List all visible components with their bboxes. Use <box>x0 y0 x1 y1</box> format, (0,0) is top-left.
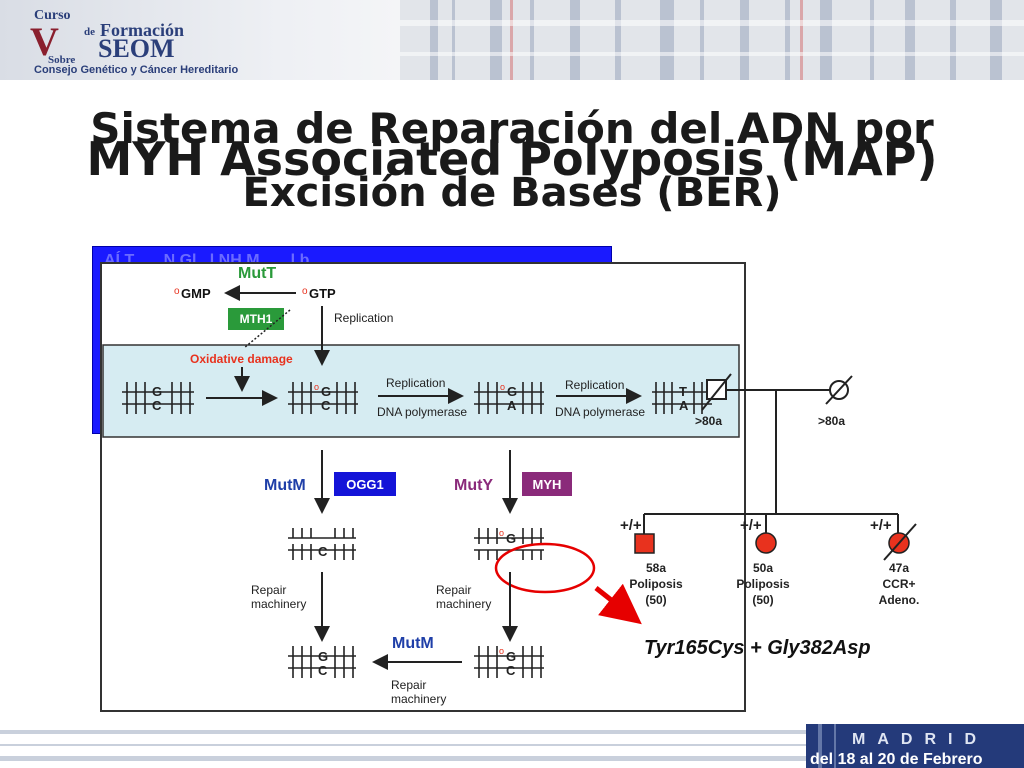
ber-pathway-frame <box>100 262 746 712</box>
myh-box <box>522 472 572 496</box>
child1-square <box>634 533 655 554</box>
child2-dx: Poliposis <box>736 577 790 591</box>
mth1-label: MTH1 <box>240 312 273 326</box>
logo-sobre: Sobre <box>48 54 76 66</box>
repair-3-label: Repair <box>391 678 426 692</box>
child2-age: 50a <box>753 561 773 575</box>
o-mark: o <box>499 646 504 656</box>
machinery-3-label: machinery <box>391 692 446 706</box>
dna-strand-ogc-2 <box>474 646 544 678</box>
dna-polymerase-2-label: DNA polymerase <box>555 405 645 419</box>
header-stripes <box>400 0 1024 80</box>
mutt-label: MutT <box>238 265 276 282</box>
footer-city: MADRID <box>852 731 988 748</box>
father-age: >80a <box>695 414 722 428</box>
base-c: C <box>321 398 331 413</box>
mutm-label: MutM <box>264 477 306 494</box>
logo-curso: Curso <box>34 8 71 23</box>
pedigree-lines <box>643 389 899 534</box>
logo-roman-numeral: V <box>30 19 59 64</box>
myh-label: MYH <box>533 477 562 492</box>
child2-circle <box>755 532 777 554</box>
machinery-1-label: machinery <box>251 597 306 611</box>
base-a: A <box>679 398 689 413</box>
mth1-dotted-line <box>243 309 291 349</box>
base-g: G <box>506 649 516 664</box>
highlight-ellipse <box>494 542 596 594</box>
father-deceased-slash <box>701 373 732 411</box>
base-g: G <box>321 384 331 399</box>
dna-strand-ta <box>652 382 712 414</box>
o-mark: o <box>500 382 505 392</box>
logo-background <box>0 0 400 80</box>
replication-top-label: Replication <box>334 311 393 325</box>
base-g: G <box>506 531 516 546</box>
genotype-3: +/+ <box>870 517 892 534</box>
title-back-line2: Excisión de Bases (BER) <box>242 170 782 216</box>
base-c: C <box>152 398 162 413</box>
footer-banner: MADRID del 18 al 20 de Febrero <box>0 724 1024 768</box>
dna-strand-gap-c <box>288 528 356 560</box>
child2-onset: (50) <box>752 593 773 607</box>
footer-dates: del 18 al 20 de Febrero <box>810 751 983 768</box>
child3-dx: CCR+ <box>882 577 915 591</box>
logo-formacion: Formación <box>100 20 184 40</box>
base-a: A <box>507 398 517 413</box>
repair-1-label: Repair <box>251 583 286 597</box>
dna-strand-gc-2 <box>288 646 356 678</box>
genotype-2: +/+ <box>740 517 762 534</box>
dna-strand-gc-1 <box>122 382 194 414</box>
child1-age: 58a <box>646 561 666 575</box>
ogg1-label: OGG1 <box>346 477 384 492</box>
child3-adeno: Adeno. <box>879 593 920 607</box>
base-g: G <box>318 649 328 664</box>
base-t: T <box>679 384 687 399</box>
mother-deceased-slash <box>825 375 853 405</box>
base-g: G <box>152 384 162 399</box>
logo-de: de <box>84 26 95 38</box>
child3-age: 47a <box>889 561 909 575</box>
dna-strand-oga <box>474 382 544 414</box>
oxidative-damage-label: Oxidative damage <box>190 352 293 366</box>
replication-2-label: Replication <box>565 378 624 392</box>
dna-polymerase-1-label: DNA polymerase <box>377 405 467 419</box>
child3-deceased-slash <box>883 523 917 561</box>
logo-subtitle: Consejo Genético y Cáncer Hereditario <box>34 64 239 76</box>
repair-2-label: Repair <box>436 583 471 597</box>
replication-1-label: Replication <box>386 376 445 390</box>
base-g: G <box>507 384 517 399</box>
mth1-box <box>228 308 284 330</box>
child1-onset: (50) <box>645 593 666 607</box>
ogg1-box <box>334 472 396 496</box>
base-c: C <box>318 663 328 678</box>
base-c: C <box>506 663 516 678</box>
o-mark: o <box>302 286 308 297</box>
title-front: MYH Associated Polyposis (MAP) <box>86 132 938 186</box>
dna-strand-ogc <box>288 382 358 414</box>
title-back-line1: Sistema de Reparación del ADN por <box>90 104 934 153</box>
mutm-2-label: MutM <box>392 635 434 652</box>
ogmp-label: GMP <box>181 286 211 301</box>
logo-seom: SEOM <box>98 34 175 63</box>
genotype-1: +/+ <box>620 517 642 534</box>
header-banner: Curso V de Formación SEOM Sobre Consejo … <box>0 0 1024 80</box>
muty-label: MutY <box>454 477 493 494</box>
mutation-label: Tyr165Cys + Gly382Asp <box>644 637 871 659</box>
base-c: C <box>318 544 328 559</box>
o-mark: o <box>174 286 180 297</box>
o-mark: o <box>314 382 319 392</box>
child1-dx: Poliposis <box>629 577 683 591</box>
o-mark: o <box>499 528 504 538</box>
mother-age: >80a <box>818 414 845 428</box>
dna-strand-og-gap <box>474 528 544 560</box>
machinery-2-label: machinery <box>436 597 491 611</box>
highlight-arrow <box>594 583 642 625</box>
ogtp-label: GTP <box>309 286 336 301</box>
